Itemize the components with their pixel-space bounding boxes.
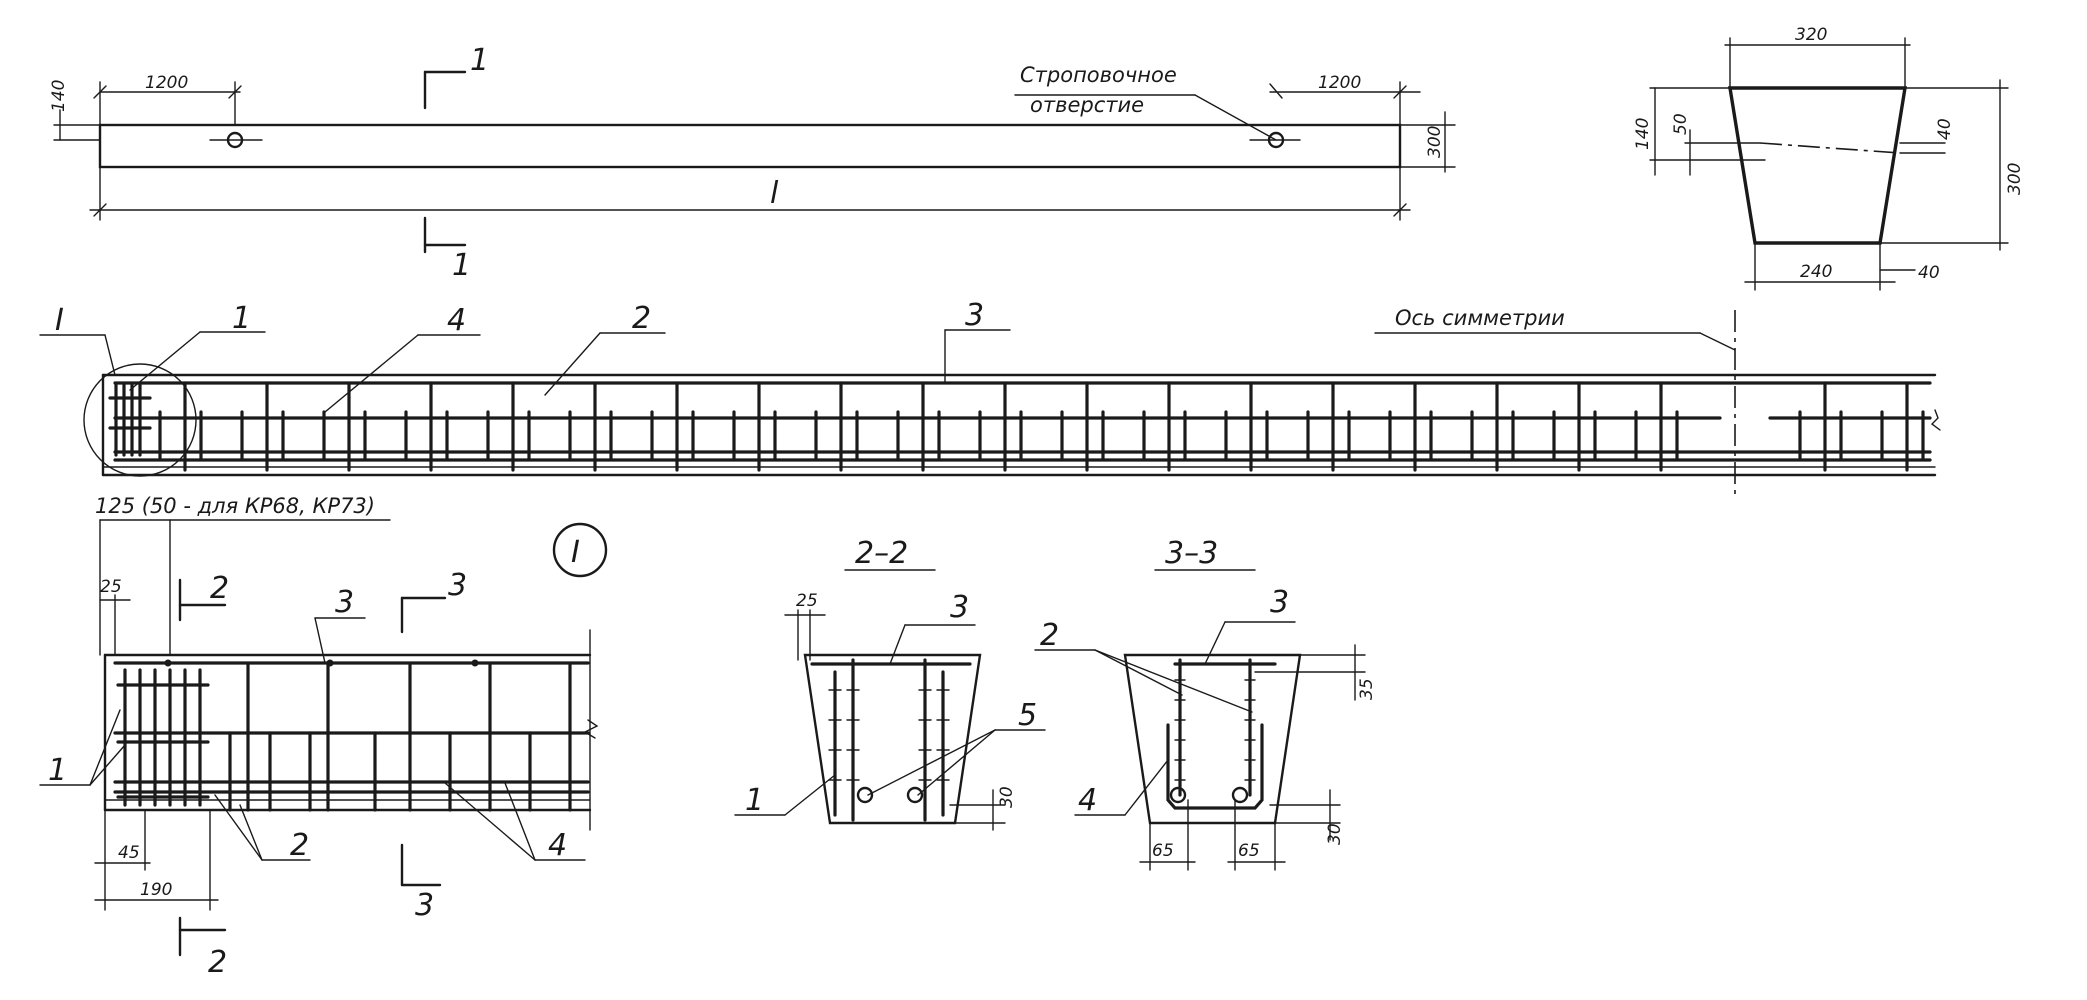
note-symmetry-axis: Ось симметрии [1395, 306, 1565, 330]
section-mark-1-bottom: 1 [452, 248, 471, 283]
dim-240: 240 [1800, 262, 1832, 282]
dim-25-sec22: 25 [796, 591, 818, 611]
dim-65-right: 65 [1238, 841, 1260, 861]
stirrups-short [158, 410, 1925, 460]
dim-1200-right: 1200 [1318, 73, 1361, 93]
label-4-sec33: 4 [1078, 783, 1097, 818]
dim-40-right: 40 [1935, 118, 1955, 140]
dim-25-detail: 25 [100, 577, 122, 597]
dim-40-bottom: 40 [1918, 263, 1940, 283]
dim-length-l: l [770, 176, 779, 211]
dim-300-beam: 300 [1425, 126, 1445, 158]
note-lifting-hole-1: Строповочное [1020, 63, 1177, 87]
section-mark-3-bottom: 3 [415, 888, 434, 923]
section-mark-1-top: 1 [470, 43, 489, 78]
cross-section-1-1: 320 240 40 300 40 140 50 [1633, 25, 2025, 291]
section-title-3-3: 3–3 [1165, 536, 1218, 571]
dim-140-left: 140 [49, 80, 69, 112]
section-3-3: 3–3 3 2 4 35 30 [1034, 536, 1377, 871]
stirrups-full [183, 381, 1909, 472]
label-1-mid: 1 [232, 301, 251, 336]
dim-190: 190 [140, 880, 172, 900]
section-title-2-2: 2–2 [855, 536, 908, 571]
detail-label-i: I [571, 535, 580, 570]
label-1-sec22: 1 [745, 783, 764, 818]
dim-45: 45 [118, 843, 140, 863]
dim-50: 50 [1671, 113, 1691, 135]
label-3-detail: 3 [335, 585, 354, 620]
label-2-detail: 2 [290, 828, 309, 863]
section-mark-2-top: 2 [210, 571, 229, 606]
detail-label-circle [552, 522, 608, 578]
label-3-sec22: 3 [950, 590, 969, 625]
section-mark-3-top: 3 [448, 568, 467, 603]
label-1-detail: 1 [48, 753, 67, 788]
label-5-sec22: 5 [1018, 698, 1037, 733]
dim-30-sec33: 30 [1325, 823, 1345, 845]
section-3-3-ticks [1174, 679, 1256, 781]
label-2-mid: 2 [632, 301, 651, 336]
dim-30-sec22: 30 [997, 786, 1017, 808]
note-d125: 125 (50 - для КР68, КР73) [95, 494, 375, 518]
detail-mark-i: I [55, 303, 64, 338]
detail-circle-i [83, 363, 197, 477]
note-lifting-hole-2: отверстие [1030, 93, 1144, 117]
section-2-2: 2–2 25 3 5 1 30 [734, 536, 1046, 831]
label-2-sec33: 2 [1040, 618, 1059, 653]
section-2-2-ticks [828, 689, 950, 781]
dim-65-left: 65 [1152, 841, 1174, 861]
beam-elevation: 1200 1200 140 300 l 1 1 Строповочное [49, 43, 1456, 283]
label-4-detail: 4 [548, 828, 567, 863]
label-4-mid: 4 [447, 303, 466, 338]
label-3-mid: 3 [965, 298, 984, 333]
dim-140-section: 140 [1633, 118, 1653, 150]
reinforcement-elevation: I 1 4 2 3 Ось симметрии [39, 298, 1941, 500]
dim-35: 35 [1357, 678, 1377, 700]
detail-i: 125 (50 - для КР68, КР73) I [39, 494, 608, 980]
label-3-sec33: 3 [1270, 585, 1289, 620]
dim-1200-left: 1200 [145, 73, 188, 93]
section-mark-2-bottom: 2 [208, 945, 227, 980]
dim-320: 320 [1795, 25, 1827, 45]
dim-300-section: 300 [2005, 163, 2025, 195]
